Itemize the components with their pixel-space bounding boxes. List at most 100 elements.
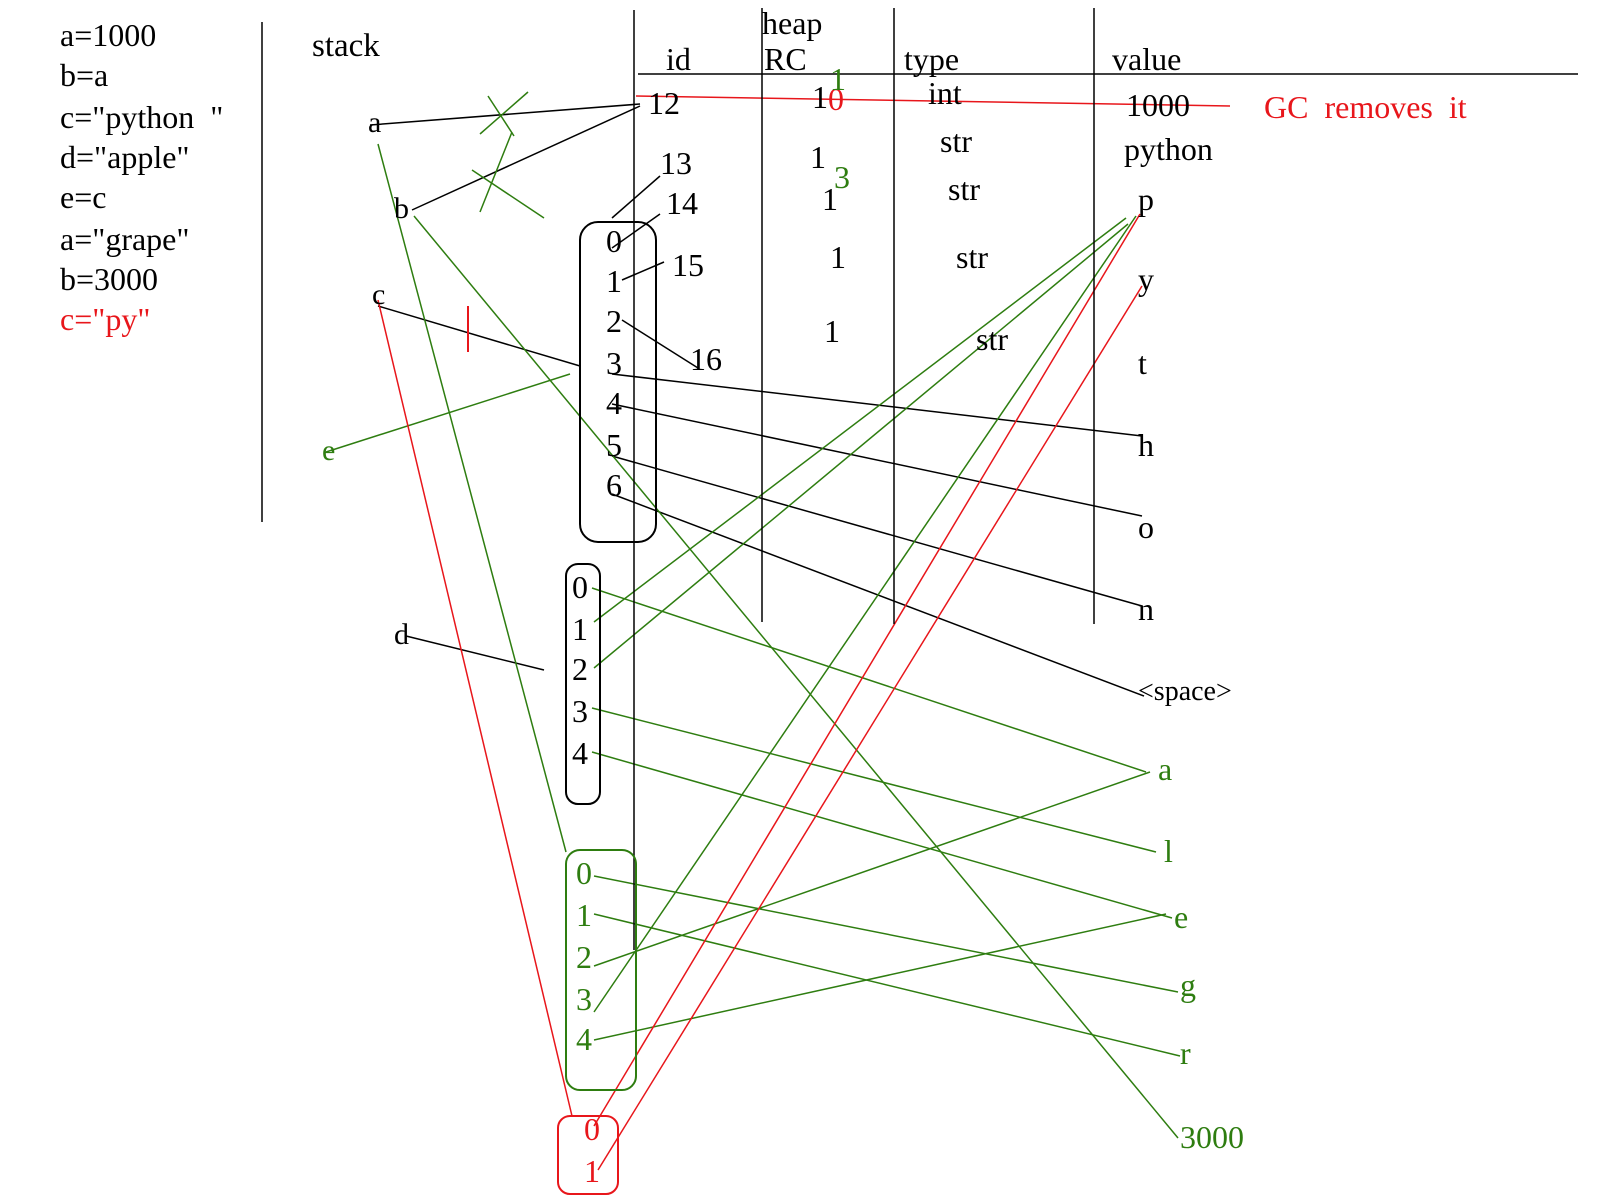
array-index: 1 xyxy=(576,897,592,933)
python-array-box xyxy=(579,221,657,543)
ref-b-to-3000 xyxy=(413,215,1179,1139)
stack-title: stack xyxy=(312,28,380,64)
cross-mark-a2 xyxy=(479,91,529,135)
array-index: 5 xyxy=(606,427,622,463)
value-python: python xyxy=(1124,131,1213,167)
link-python3-h xyxy=(611,373,1143,437)
ref-c-to-python xyxy=(377,305,581,367)
heap-types: int str str str str xyxy=(928,75,1008,357)
code-line: a=1000 xyxy=(60,17,156,53)
link-python5-n xyxy=(611,455,1143,607)
heap-id: 14 xyxy=(666,185,698,221)
heap-id: 12 xyxy=(648,85,680,121)
link-apple0-a xyxy=(591,587,1147,773)
array-index: 4 xyxy=(606,385,622,421)
ref-b-to-12 xyxy=(411,105,641,211)
heap-char: 3000 xyxy=(1180,1119,1244,1155)
array-index: 1 xyxy=(572,611,588,647)
array-index: 4 xyxy=(572,735,588,771)
stack-area: stack xyxy=(312,28,380,64)
rc-14: 1 xyxy=(822,181,838,217)
heap-char: a xyxy=(1158,751,1172,787)
stack-var-d: d xyxy=(394,618,409,651)
link-apple1-p xyxy=(593,217,1127,623)
heap-char: <space> xyxy=(1138,676,1232,707)
link-apple3-l xyxy=(591,707,1157,853)
ref-d-to-apple xyxy=(405,635,545,671)
heap-headers: heap id RC type value xyxy=(666,5,1181,77)
heap-char: o xyxy=(1138,509,1154,545)
code-line: b=3000 xyxy=(60,261,158,297)
link-grape2-a xyxy=(593,771,1151,967)
type-13: str xyxy=(940,123,972,159)
array-index: 0 xyxy=(572,569,588,605)
heap-char: h xyxy=(1138,427,1154,463)
apple-array-box xyxy=(565,563,601,805)
code-line: c="python " xyxy=(60,99,223,135)
link-grape4-e xyxy=(593,913,1167,1041)
code-line: d="apple" xyxy=(60,139,189,175)
array-index: 3 xyxy=(606,345,622,381)
header-id: id xyxy=(666,41,691,77)
heap-id: 16 xyxy=(690,341,722,377)
stack-var-c: c xyxy=(372,278,385,311)
type-12: int xyxy=(928,75,962,111)
link-python4-o xyxy=(611,403,1143,517)
code-line: e=c xyxy=(60,179,106,215)
ref-a-to-12 xyxy=(369,103,641,126)
ref-13-to-str0 xyxy=(611,175,661,219)
stack-var-a: a xyxy=(368,106,381,139)
array-index: 0 xyxy=(584,1111,600,1147)
array-index: 0 xyxy=(576,855,592,891)
link-grape3-p xyxy=(593,215,1137,1013)
rc-15: 1 xyxy=(830,239,846,275)
array-boxes xyxy=(557,221,657,1195)
header-value: value xyxy=(1112,41,1181,77)
array-index: 2 xyxy=(572,651,588,687)
array-index: 2 xyxy=(606,303,622,339)
rc-12-new: 0 xyxy=(828,81,844,117)
value-1000: 1000 xyxy=(1126,87,1190,123)
stack-var-e: e xyxy=(322,434,335,467)
cross-mark-b2 xyxy=(471,169,545,219)
heap-char: y xyxy=(1138,261,1154,297)
strike-12-row xyxy=(635,95,1231,107)
header-type: type xyxy=(904,41,959,77)
link-grape1-r xyxy=(593,913,1181,1057)
heap-id: 13 xyxy=(660,145,692,181)
array-index: 2 xyxy=(576,939,592,975)
link-py1-y xyxy=(597,285,1143,1171)
link-grape0-g xyxy=(593,875,1179,993)
ref-a-to-grape xyxy=(377,143,567,853)
rc-12-old: 1 xyxy=(812,79,828,115)
array-index: 1 xyxy=(606,263,622,299)
rc-12-green: 1 xyxy=(830,61,846,97)
array-index: 6 xyxy=(606,467,622,503)
array-index: 4 xyxy=(576,1021,592,1057)
grape-array-box xyxy=(565,849,637,1091)
heap-char: e xyxy=(1174,899,1188,935)
heap-char: r xyxy=(1180,1035,1191,1071)
py-array-box xyxy=(557,1115,619,1195)
heap-char: p xyxy=(1138,181,1154,217)
code-line: c="py" xyxy=(60,301,150,337)
ref-14-to-python0 xyxy=(611,213,661,249)
heap-char: t xyxy=(1138,345,1147,381)
heap-title: heap xyxy=(762,5,822,41)
type-15: str xyxy=(956,239,988,275)
header-rc: RC xyxy=(764,41,807,77)
rc-16: 1 xyxy=(824,313,840,349)
ref-e-to-python xyxy=(325,373,571,453)
stack-var-b: b xyxy=(394,192,409,225)
code-line: a="grape" xyxy=(60,221,189,257)
link-py0-p xyxy=(593,213,1141,1127)
heap-char: g xyxy=(1180,967,1196,1003)
array-index: 3 xyxy=(572,693,588,729)
array-index: 1 xyxy=(584,1153,600,1189)
table-rules xyxy=(261,8,1578,950)
stack-vars: a b c e d xyxy=(322,106,409,651)
